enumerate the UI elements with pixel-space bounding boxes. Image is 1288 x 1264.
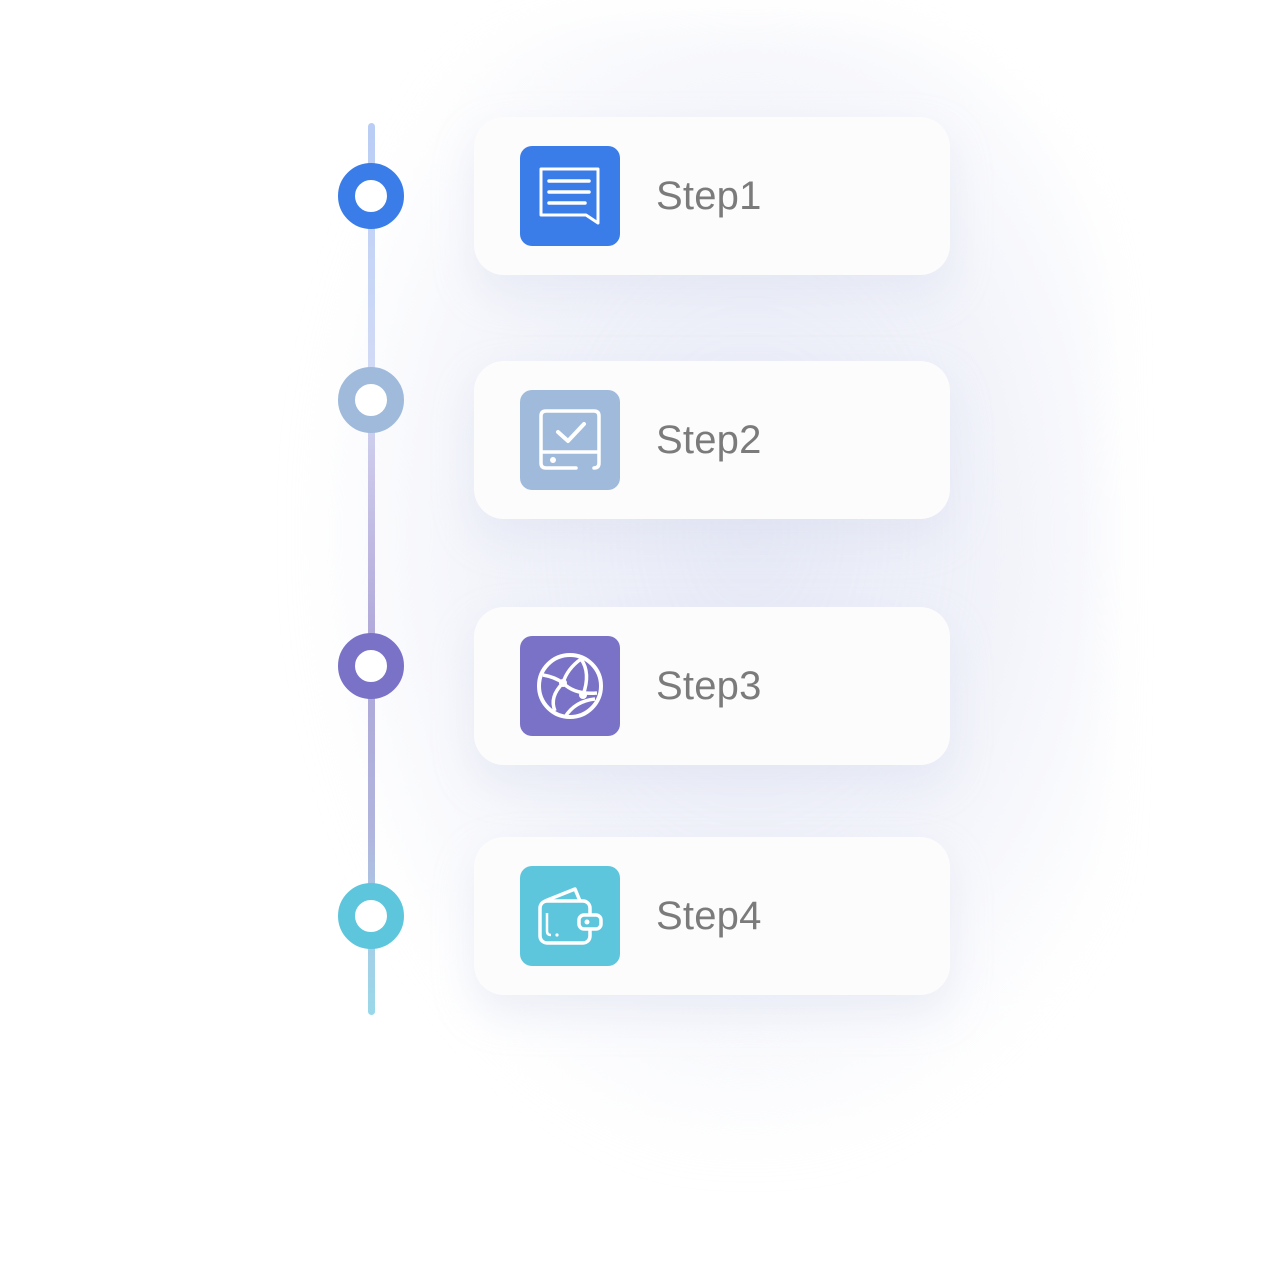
step-label: Step1 bbox=[656, 174, 762, 218]
step-label: Step4 bbox=[656, 894, 762, 938]
step-card-4[interactable]: Step4 bbox=[474, 837, 950, 995]
step-label: Step2 bbox=[656, 418, 762, 462]
wallet-icon bbox=[520, 866, 620, 966]
globe-network-icon bbox=[520, 636, 620, 736]
message-icon bbox=[520, 146, 620, 246]
step-card-2[interactable]: Step2 bbox=[474, 361, 950, 519]
step-label: Step3 bbox=[656, 664, 762, 708]
timeline-node-step2 bbox=[338, 367, 404, 433]
monitor-check-icon bbox=[520, 390, 620, 490]
timeline-node-step1 bbox=[338, 163, 404, 229]
timeline-node-step4 bbox=[338, 883, 404, 949]
timeline-node-step3 bbox=[338, 633, 404, 699]
step-card-3[interactable]: Step3 bbox=[474, 607, 950, 765]
timeline-line bbox=[368, 123, 375, 1015]
step-card-1[interactable]: Step1 bbox=[474, 117, 950, 275]
